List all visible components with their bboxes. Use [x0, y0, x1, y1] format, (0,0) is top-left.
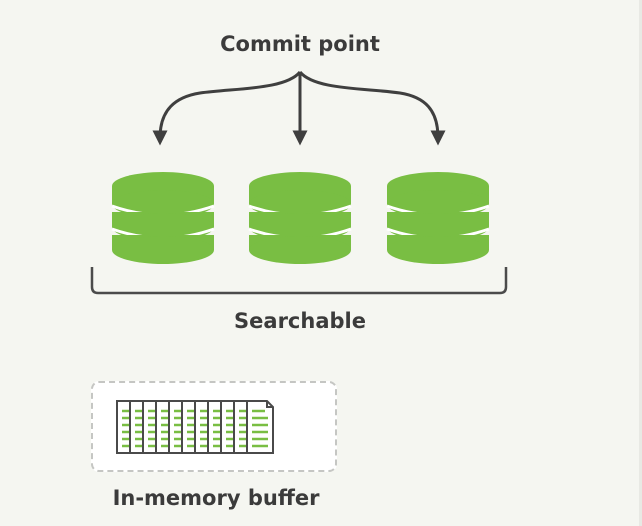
- segment-database-icon: [248, 172, 352, 264]
- commit-point-label: Commit point: [220, 32, 380, 56]
- searchable-label: Searchable: [234, 309, 366, 333]
- in-memory-buffer-box: [91, 381, 337, 472]
- documents-stack-icon: [116, 400, 274, 454]
- in-memory-buffer-label: In-memory buffer: [112, 486, 320, 510]
- searchable-bracket: [90, 267, 508, 295]
- arrow-to-segment-1: [152, 70, 302, 146]
- segment-database-icon: [386, 172, 490, 264]
- arrow-to-segment-3: [298, 70, 446, 146]
- segment-database-icon: [111, 172, 215, 264]
- edge-strip: [639, 0, 642, 526]
- commit-arrows: [152, 70, 446, 146]
